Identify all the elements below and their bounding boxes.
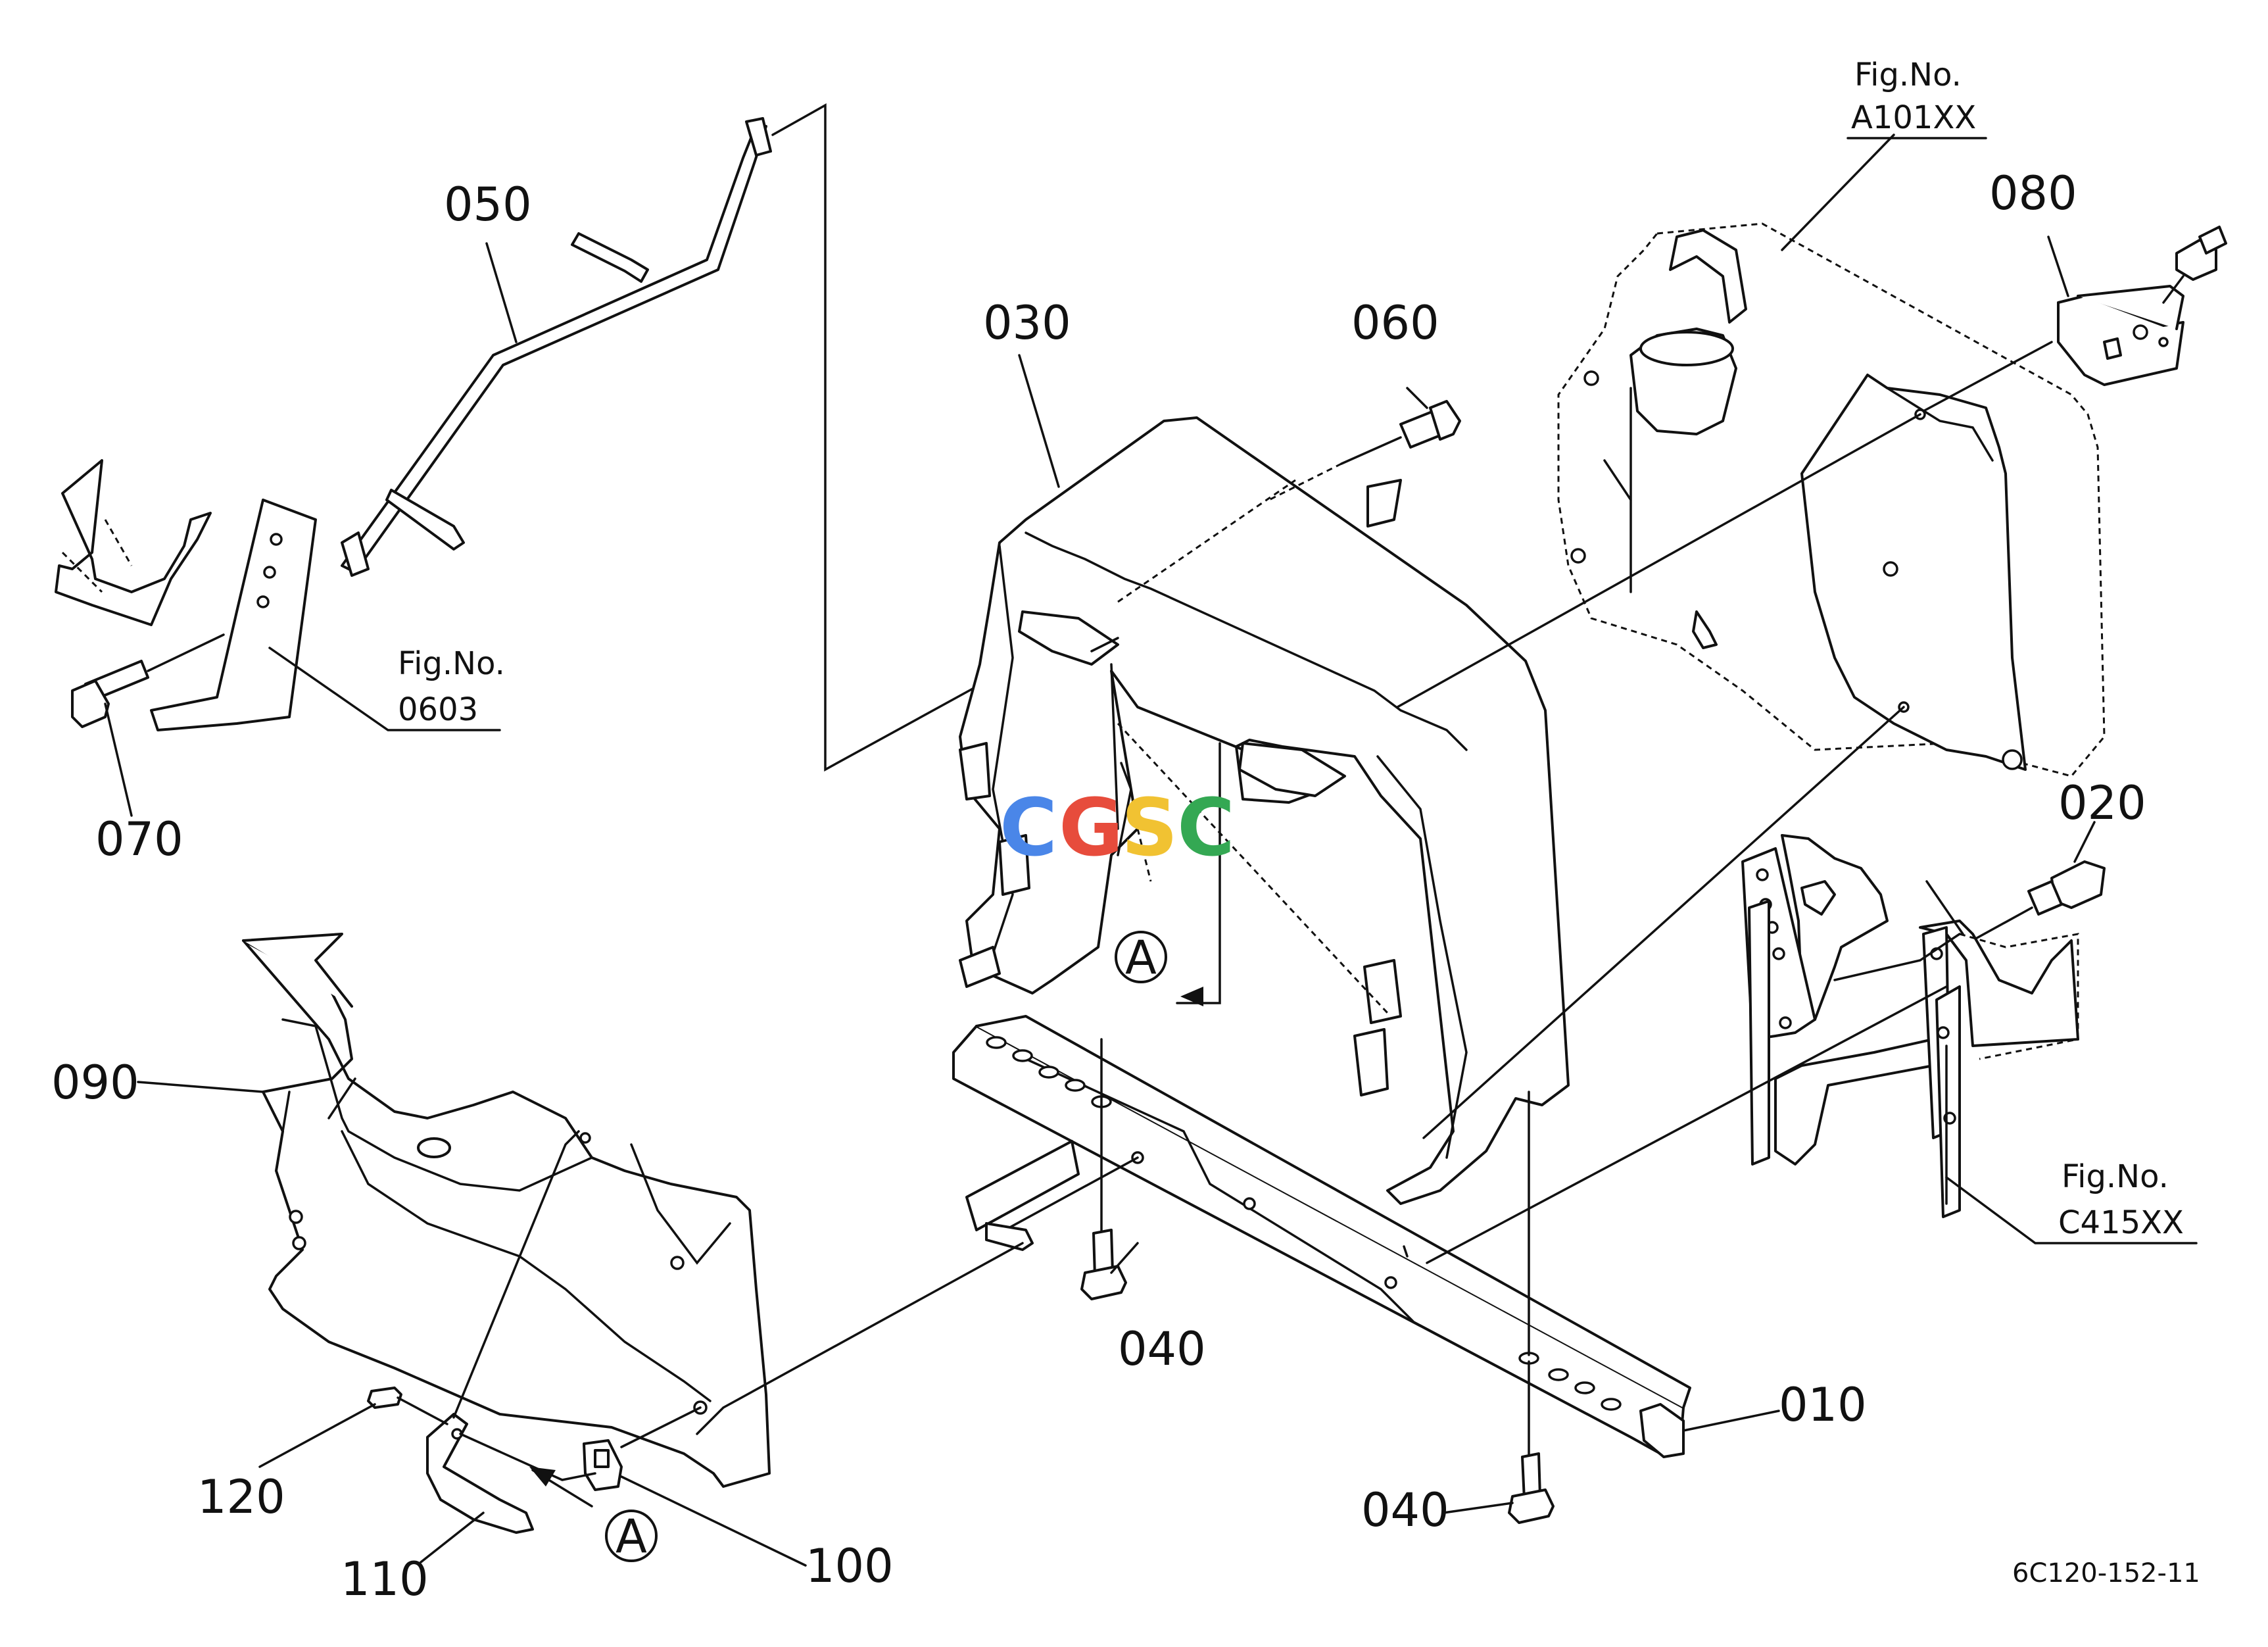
part-label-040-upper: 040 <box>1118 1322 1206 1376</box>
fig-ref-a101xx-line1: Fig.No. <box>1854 57 1962 93</box>
watermark-letter-3: S <box>1121 783 1178 874</box>
bolt-060 <box>1340 400 1461 528</box>
arrow-a-bottom-head <box>529 1467 556 1487</box>
tank-mount-line-upper <box>1396 413 1921 708</box>
watermark-letter-4: C <box>1177 783 1235 874</box>
fig-ref-a101xx-line2: A101XX <box>1851 99 1976 136</box>
fig-ref-0603-line1: Fig.No. <box>398 645 505 682</box>
bracket-080 <box>2057 285 2184 386</box>
pedal-bracket-group <box>55 459 317 731</box>
clip-100 <box>583 1439 623 1491</box>
clip-100-line <box>620 1406 702 1448</box>
lever-connector-line <box>771 103 1030 772</box>
callout-label-a-lower: A <box>615 1510 647 1563</box>
arrow-a-cover-line <box>1176 742 1221 1004</box>
fig-ref-c415xx-line2: C415XX <box>2058 1204 2184 1241</box>
side-panel-090 <box>242 933 771 1488</box>
bolt-020 <box>1965 860 2106 945</box>
mount-plate <box>696 1140 1080 1435</box>
bolt-040-lower <box>1508 1452 1555 1524</box>
part-label-020: 020 <box>2058 776 2146 830</box>
part-label-040-lower: 040 <box>1361 1483 1449 1537</box>
pin-120 <box>367 1387 596 1481</box>
part-label-010: 010 <box>1779 1378 1867 1432</box>
pin-110 <box>426 1130 580 1534</box>
tank-mount-line-lower <box>1422 706 1905 1139</box>
bolt-070 <box>71 633 225 728</box>
beam-line-1 <box>992 1038 1139 1238</box>
bolt-080 <box>2162 226 2227 304</box>
watermark-letter-1: C <box>1000 783 1057 874</box>
callout-circle-a-lower <box>605 1510 658 1562</box>
drawing-code: 6C120-152-11 <box>2012 1558 2200 1588</box>
part-label-060: 060 <box>1351 296 1439 350</box>
part-label-050: 050 <box>444 178 532 232</box>
part-label-090: 090 <box>51 1056 139 1110</box>
beam-line-4 <box>1403 1245 1409 1258</box>
callout-circle-a-upper <box>1115 931 1167 983</box>
callout-label-a-upper: A <box>1125 931 1157 985</box>
tank-bracket-line <box>1922 341 2053 412</box>
fuel-tank-assembly <box>1557 222 2106 777</box>
part-label-070: 070 <box>95 812 183 866</box>
fig-ref-0603-line2: 0603 <box>398 691 478 728</box>
frame-beam-010 <box>952 1015 1691 1458</box>
part-label-110: 110 <box>341 1552 429 1606</box>
part-label-030: 030 <box>983 296 1071 350</box>
part-label-100: 100 <box>806 1539 894 1593</box>
part-label-080: 080 <box>1989 166 2077 220</box>
front-cover-030 <box>959 416 1570 1205</box>
fig-ref-c415xx-line1: Fig.No. <box>2062 1158 2169 1195</box>
lever-rod-050 <box>341 117 772 577</box>
watermark-letter-2: G <box>1059 783 1124 874</box>
part-label-120: 120 <box>197 1470 285 1524</box>
hinge-bracket-assembly <box>1741 834 2079 1218</box>
leader-lines <box>104 134 2198 1567</box>
arrow-a-cover-head <box>1180 987 1203 1006</box>
beam-line-3 <box>1426 985 1948 1264</box>
watermark: C G S C <box>1000 783 1235 874</box>
